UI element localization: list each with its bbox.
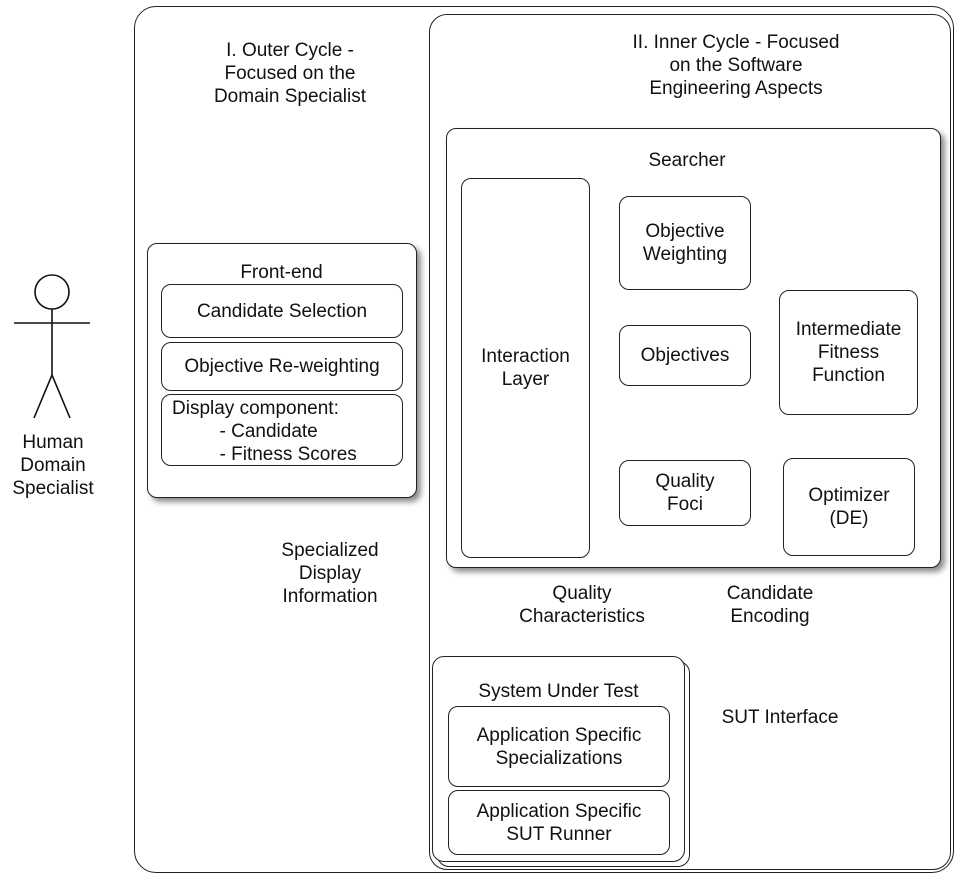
inner-cycle-title: II. Inner Cycle - Focused on the Softwar… <box>632 32 840 99</box>
sut-interface-label: SUT Interface <box>721 707 839 728</box>
sut-title: System Under Test <box>478 681 639 702</box>
objective-reweighting-box: Objective Re-weighting <box>161 342 403 391</box>
searcher-title: Searcher <box>648 150 726 171</box>
frontend-title: Front-end <box>240 262 323 283</box>
frontend-box: Front-end Candidate Selection Objective … <box>147 243 417 498</box>
actor-label: Human Domain Specialist <box>12 432 94 499</box>
display-component-box: Display component: - Candidate - Fitness… <box>161 394 403 466</box>
sut-box: System Under Test Application Specific S… <box>432 656 685 862</box>
specializations-box: Application Specific Specializations <box>448 706 670 787</box>
optimizer-box: Optimizer (DE) <box>783 458 915 556</box>
specialized-display-label: Specialized Display Information <box>281 540 379 607</box>
quality-characteristics-label: Quality Characteristics <box>519 583 645 627</box>
objectives-box: Objectives <box>619 325 751 386</box>
candidate-selection-box: Candidate Selection <box>161 284 403 338</box>
outer-cycle-title: I. Outer Cycle - Focused on the Domain S… <box>213 40 367 107</box>
quality-foci-box: Quality Foci <box>619 460 751 526</box>
objective-weighting-box: Objective Weighting <box>619 196 751 290</box>
candidate-encoding-label: Candidate Encoding <box>726 583 814 627</box>
intermediate-fitness-box: Intermediate Fitness Function <box>779 290 918 415</box>
stick-figure-icon <box>14 274 90 419</box>
interaction-layer-box: Interaction Layer <box>461 178 590 558</box>
sut-runner-box: Application Specific SUT Runner <box>448 790 670 855</box>
